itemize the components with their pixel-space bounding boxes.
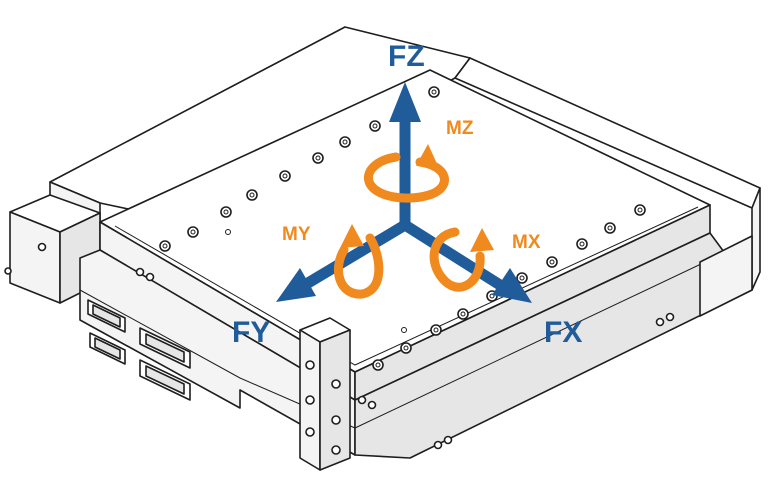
mounting-hole bbox=[220, 206, 232, 218]
pin-hole bbox=[225, 229, 231, 235]
mounting-hole bbox=[516, 272, 528, 284]
mounting-hole bbox=[372, 359, 384, 371]
mz-label: MZ bbox=[446, 118, 474, 139]
mounting-holes bbox=[159, 86, 646, 371]
mounting-hole bbox=[339, 136, 351, 148]
mounting-hole bbox=[430, 324, 442, 336]
mounting-hole bbox=[312, 152, 324, 164]
side-bracket bbox=[299, 317, 351, 471]
fastener-pair-d bbox=[655, 312, 675, 327]
axis-origin bbox=[399, 219, 411, 231]
fastener-pair-a bbox=[135, 267, 155, 282]
fx-arrow bbox=[402, 220, 532, 303]
my-rotation-arrow bbox=[333, 224, 384, 299]
moment-arrows bbox=[333, 144, 494, 299]
mz-rotation-arrow bbox=[364, 144, 449, 203]
dsub-connector-3 bbox=[89, 332, 126, 365]
dsub-connector-4 bbox=[139, 359, 191, 401]
fy-label: FY bbox=[232, 316, 270, 349]
axis-labels: FZ FX FY MZ MX MY bbox=[232, 40, 582, 349]
fastener-pair-c bbox=[433, 435, 453, 450]
mounting-hole bbox=[159, 240, 171, 252]
mx-rotation-arrow bbox=[429, 227, 494, 292]
pin-hole bbox=[401, 327, 407, 333]
fy-arrow bbox=[276, 220, 408, 302]
mx-label: MX bbox=[512, 232, 541, 253]
connector-panel bbox=[87, 299, 191, 401]
fx-label: FX bbox=[544, 316, 582, 349]
mounting-hole bbox=[369, 120, 381, 132]
mounting-hole bbox=[604, 222, 616, 234]
force-arrows bbox=[276, 82, 532, 303]
mounting-hole bbox=[546, 256, 558, 268]
mounting-hole bbox=[428, 86, 440, 98]
dsub-connector-2 bbox=[139, 327, 191, 369]
mounting-hole bbox=[576, 238, 588, 250]
fz-arrow bbox=[389, 82, 421, 225]
mounting-hole bbox=[246, 189, 258, 201]
dsub-connector-1 bbox=[87, 299, 126, 333]
fastener-pairs bbox=[135, 267, 675, 450]
my-label: MY bbox=[282, 224, 311, 245]
fastener-pair-b bbox=[357, 395, 377, 410]
mounting-hole bbox=[279, 170, 291, 182]
mounting-hole bbox=[634, 204, 646, 216]
mounting-hole bbox=[400, 342, 412, 354]
mounting-hole bbox=[457, 308, 469, 320]
mounting-hole bbox=[187, 226, 199, 238]
fz-label: FZ bbox=[388, 40, 425, 73]
upper-stage-plate bbox=[49, 26, 761, 291]
